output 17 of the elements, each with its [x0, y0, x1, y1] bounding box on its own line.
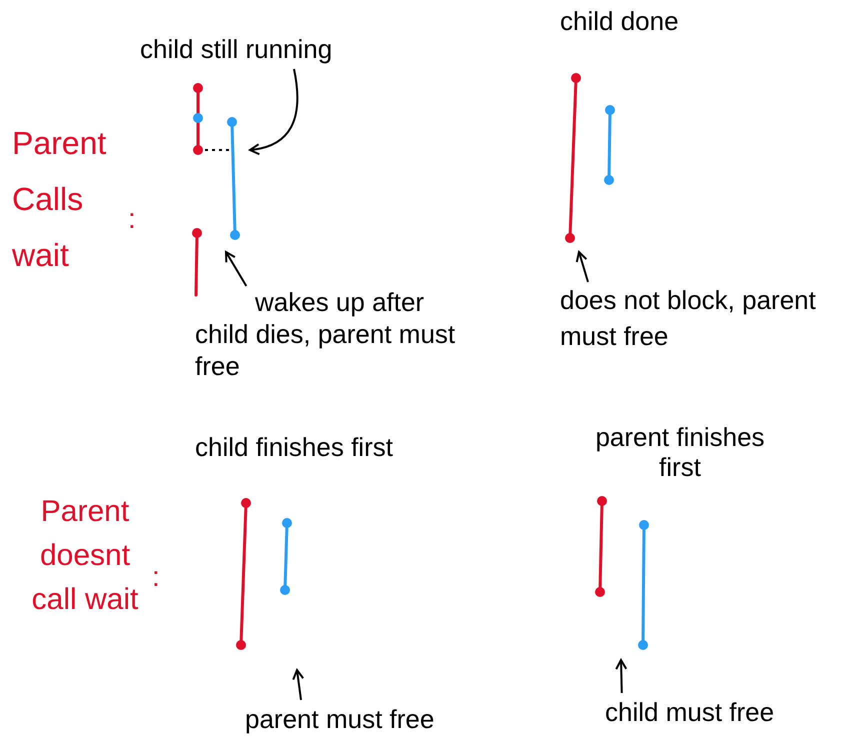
annotation-text: child still running: [140, 33, 334, 66]
leader-arrow: [576, 251, 589, 282]
annotation-text: does not block, parent must free: [560, 284, 817, 353]
annotation-text: child must free: [605, 696, 776, 729]
heading-text: child done: [560, 5, 680, 38]
heading-text: parent finishes first: [594, 422, 766, 482]
heading-text: :: [128, 202, 137, 236]
annotation-text: wakes up after child dies, parent must free: [195, 286, 456, 382]
heading-text: child finishes first: [195, 431, 394, 464]
annotation-text: parent must free: [245, 703, 436, 736]
leader-arrow: [249, 68, 298, 155]
heading-text: Parent Calls wait: [12, 124, 108, 275]
heading-text: :: [152, 560, 161, 594]
leader-arrow: [292, 669, 304, 700]
heading-text: Parent doesnt call wait: [30, 494, 140, 618]
leader-arrow: [615, 659, 628, 694]
leader-arrow: [225, 251, 248, 287]
